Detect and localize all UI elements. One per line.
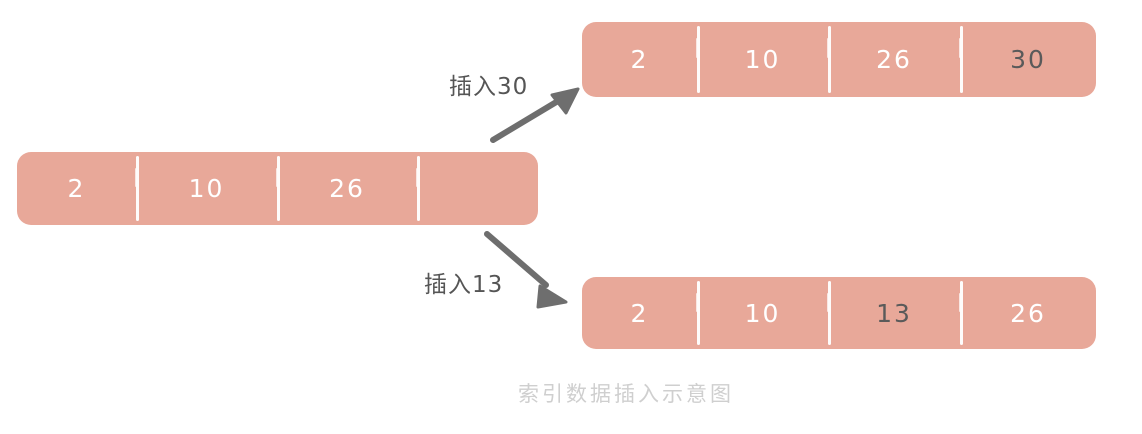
array-cell: 26 xyxy=(277,152,417,225)
cell-value: 2 xyxy=(630,298,649,328)
cell-value: 10 xyxy=(744,298,781,328)
cell-separator xyxy=(696,26,700,93)
array-source: 2 10 26 xyxy=(17,152,538,225)
array-cell: 2 xyxy=(582,277,697,349)
cell-value: 10 xyxy=(744,45,781,74)
cell-separator xyxy=(135,156,139,221)
array-cell: 2 xyxy=(582,22,697,97)
cell-separator xyxy=(827,26,831,93)
array-cell: 10 xyxy=(697,277,828,349)
array-cell: 30 xyxy=(960,22,1096,97)
array-result-insert-13: 2 10 13 26 xyxy=(582,277,1096,349)
array-cell: 13 xyxy=(828,277,960,349)
array-cell: 26 xyxy=(960,277,1096,349)
cell-value: 26 xyxy=(1010,298,1046,328)
arrow-label-insert-30: 插入30 xyxy=(449,74,529,100)
cell-separator xyxy=(276,156,280,221)
cell-value: 26 xyxy=(876,45,912,74)
cell-value-highlight: 13 xyxy=(876,298,912,328)
cell-separator xyxy=(416,156,420,221)
cell-separator xyxy=(827,281,831,345)
array-cell: 10 xyxy=(697,22,828,97)
cell-value-highlight: 30 xyxy=(1010,45,1046,74)
array-cell-empty xyxy=(417,152,538,225)
diagram-caption: 索引数据插入示意图 xyxy=(518,382,734,406)
cell-value: 26 xyxy=(329,174,365,203)
cell-value: 2 xyxy=(67,174,86,203)
array-cell: 2 xyxy=(17,152,136,225)
arrow-label-insert-13: 插入13 xyxy=(424,272,504,298)
cell-separator xyxy=(696,281,700,345)
cell-value: 10 xyxy=(188,174,225,203)
array-result-insert-30: 2 10 26 30 xyxy=(582,22,1096,97)
array-cell: 26 xyxy=(828,22,960,97)
cell-separator xyxy=(959,281,963,345)
array-cell: 10 xyxy=(136,152,277,225)
cell-separator xyxy=(959,26,963,93)
cell-value: 2 xyxy=(630,45,649,74)
